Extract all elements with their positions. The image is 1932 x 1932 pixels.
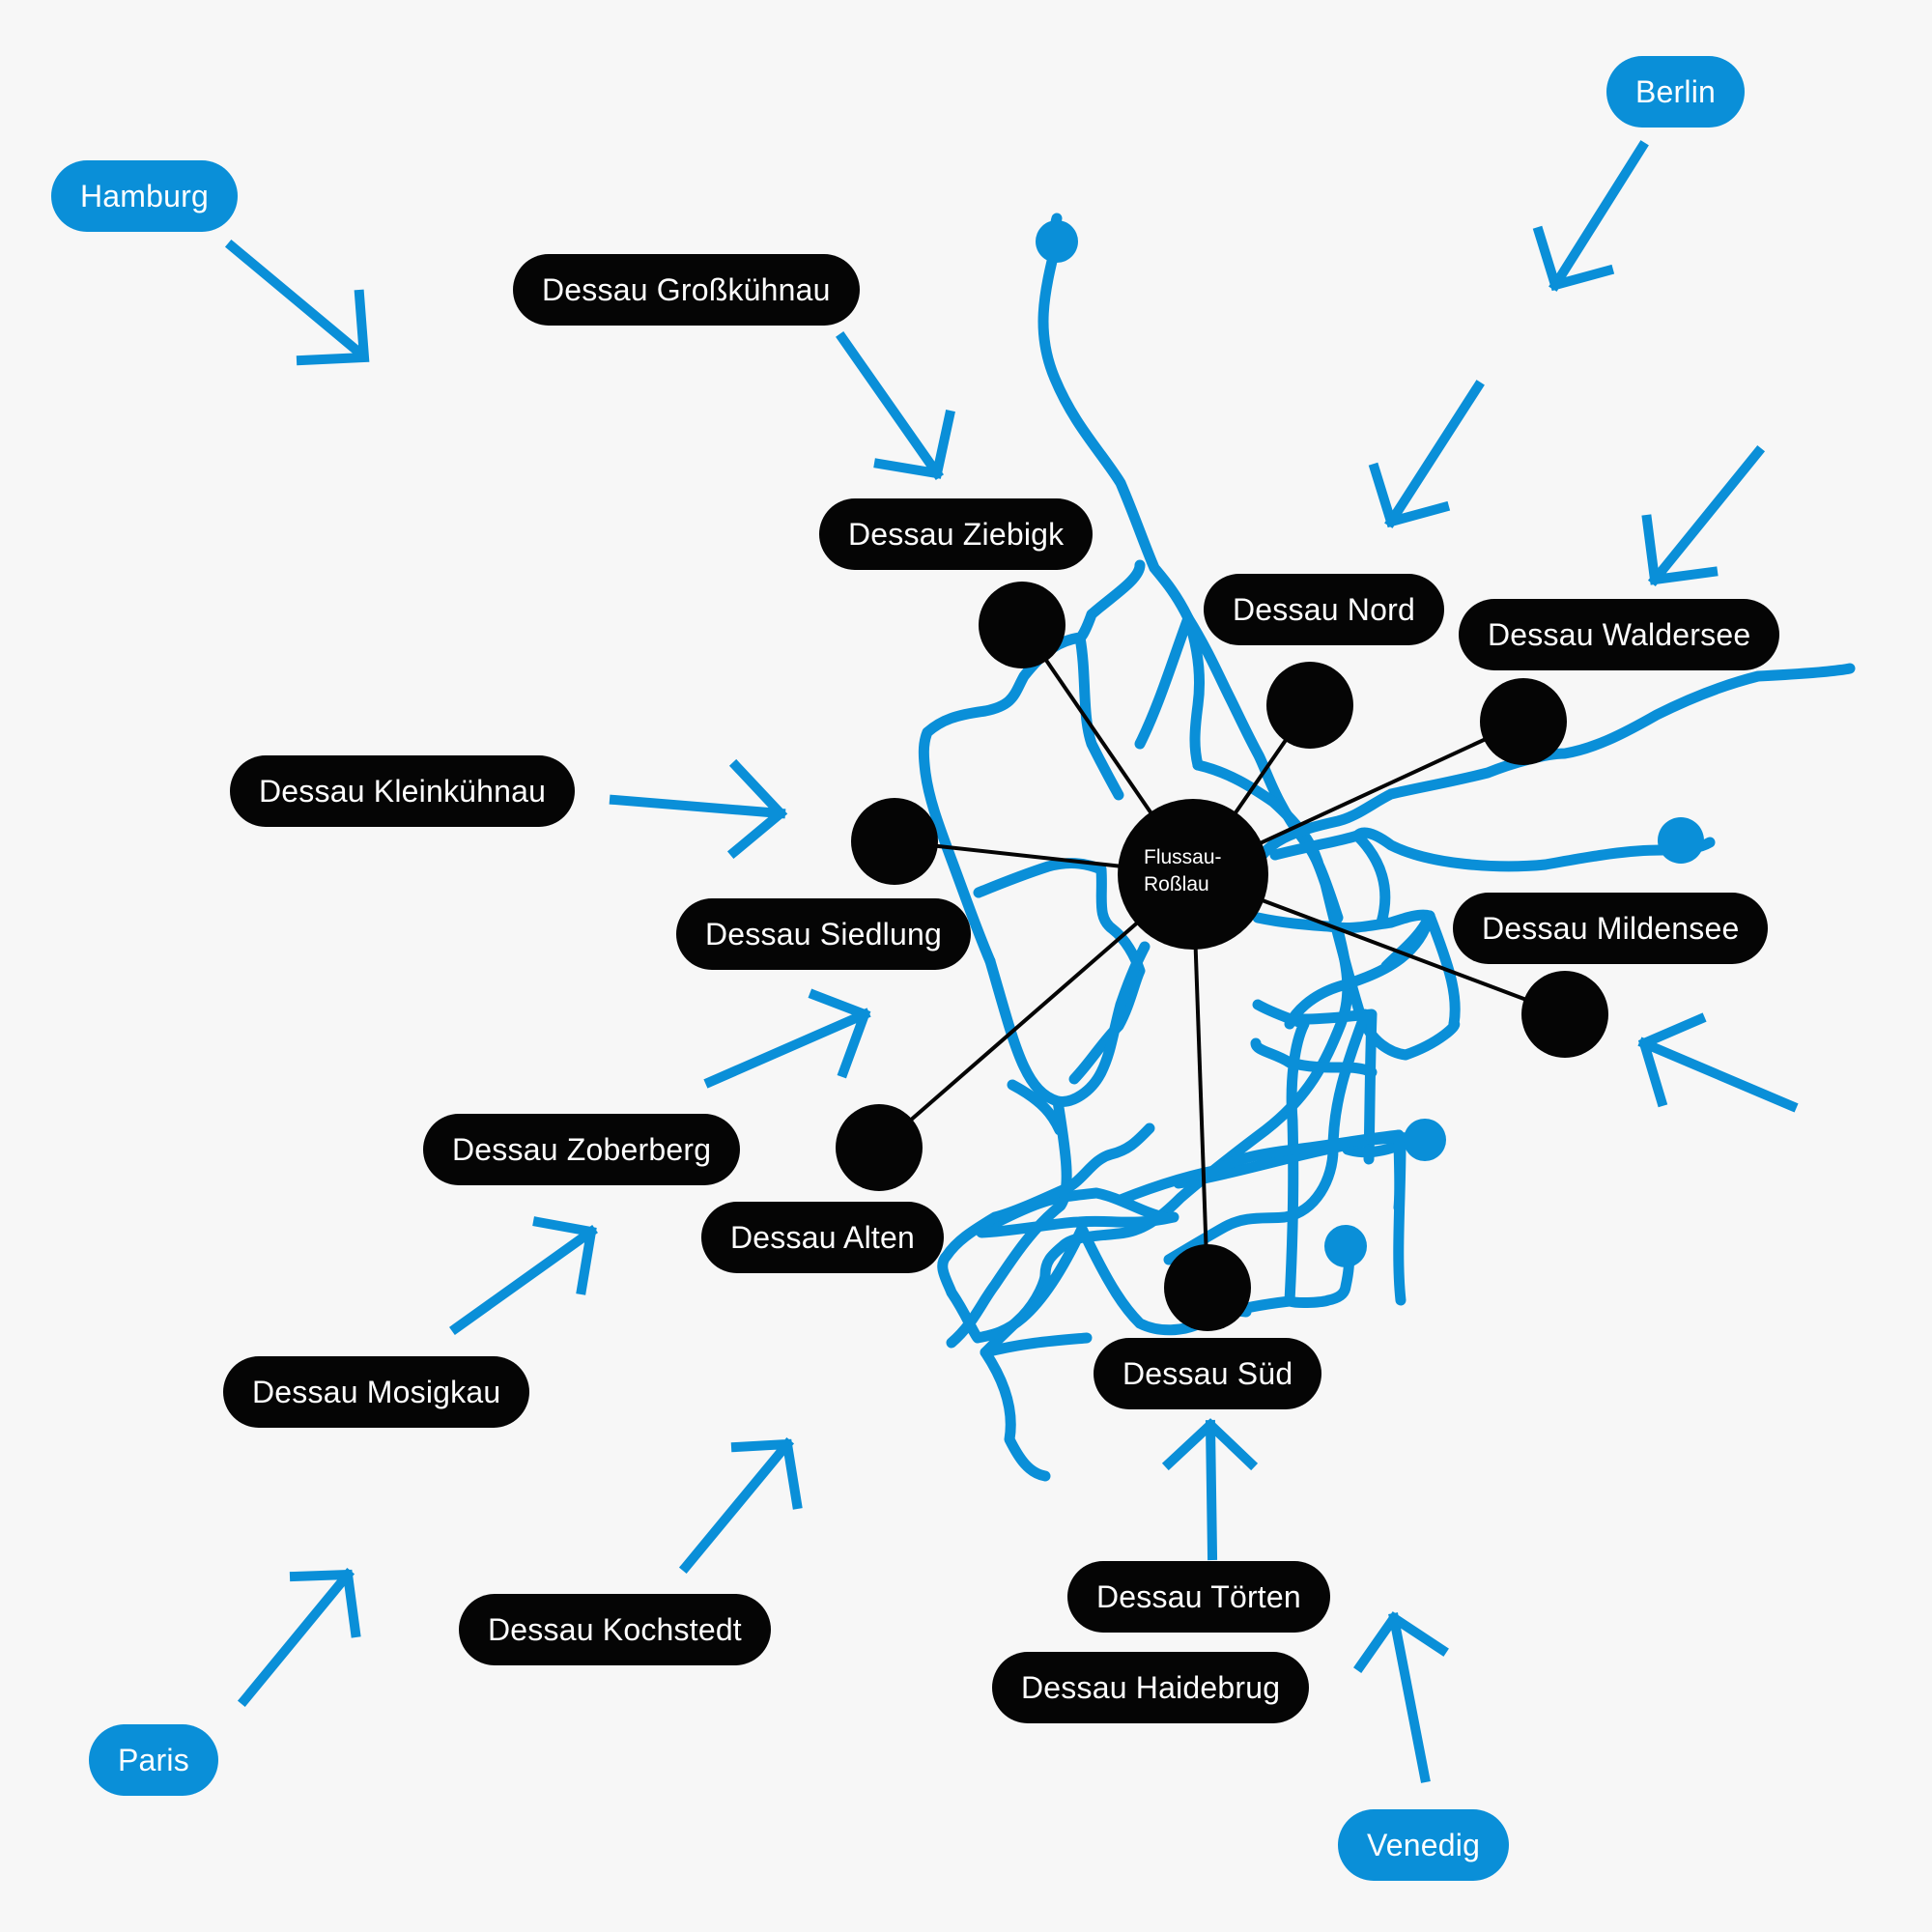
network-line: [1284, 910, 1435, 1030]
network-line: [937, 1122, 1155, 1344]
network-line: [1007, 1079, 1065, 1136]
district-pill-alten[interactable]: Dessau Alten: [701, 1202, 944, 1273]
network-line: [1219, 999, 1310, 1320]
arrow-mildensee: [1637, 1012, 1799, 1113]
node-mildensee[interactable]: [1521, 971, 1608, 1058]
network-line: [918, 559, 1146, 967]
arrow-kleinkuehnau: [609, 758, 788, 860]
district-pill-waldersee[interactable]: Dessau Waldersee: [1459, 599, 1780, 670]
arrow-venedig: [1353, 1611, 1449, 1783]
node-siedlung[interactable]: [851, 798, 938, 885]
district-pill-mildensee[interactable]: Dessau Mildensee: [1453, 893, 1769, 964]
hub-node[interactable]: [1118, 799, 1268, 950]
network-line: [1163, 1009, 1371, 1265]
arrow-siedlung: [703, 988, 871, 1089]
city-pill-paris[interactable]: Paris: [89, 1724, 218, 1796]
district-pill-ziebigk[interactable]: Dessau Ziebigk: [819, 498, 1094, 570]
network-line: [1424, 910, 1461, 1030]
arrow-berlin-2: [1368, 380, 1485, 528]
city-pill-berlin[interactable]: Berlin: [1606, 56, 1746, 128]
node-alten[interactable]: [836, 1104, 923, 1191]
network-line: [1134, 612, 1194, 750]
district-nodes: [836, 582, 1608, 1331]
terminal-dot: [1404, 1119, 1446, 1161]
district-pill-mosigkau[interactable]: Dessau Mosigkau: [223, 1356, 530, 1428]
network-line: [976, 1211, 1179, 1238]
network-line: [1182, 612, 1205, 771]
city-pill-venedig[interactable]: Venedig: [1338, 1809, 1510, 1881]
district-pill-kleinkuehnau[interactable]: Dessau Kleinkühnau: [230, 755, 576, 827]
network-line: [1074, 632, 1124, 801]
district-pill-haidebrug[interactable]: Dessau Haidebrug: [992, 1652, 1310, 1723]
terminal-dot: [1658, 817, 1704, 864]
arrow-berlin-1: [1532, 140, 1649, 292]
terminal-dot: [1324, 1225, 1367, 1267]
network-line: [946, 1095, 1072, 1349]
district-pill-siedlung[interactable]: Dessau Siedlung: [676, 898, 971, 970]
terminal-dot: [1036, 220, 1078, 263]
city-pill-hamburg[interactable]: Hamburg: [51, 160, 239, 232]
network-line: [984, 941, 1151, 1107]
street-network: [918, 213, 1856, 1482]
arrow-kochstedt: [678, 1436, 803, 1575]
arrow-hamburg: [224, 239, 370, 366]
arrow-toerten: [1161, 1418, 1259, 1561]
hub-label-line1: Flussau-: [1144, 846, 1222, 868]
direction-arrows: [224, 140, 1799, 1783]
network-line: [1216, 1144, 1300, 1173]
district-pill-nord[interactable]: Dessau Nord: [1204, 574, 1444, 645]
network-line: [1298, 1009, 1378, 1165]
network-line: [1342, 1139, 1406, 1306]
arrow-zoberberg: [449, 1216, 598, 1335]
network-line: [1351, 830, 1391, 928]
district-pill-grosskuehnau[interactable]: Dessau Großkühnau: [513, 254, 860, 326]
line-terminals: [1036, 220, 1704, 1267]
district-pill-toerten[interactable]: Dessau Törten: [1067, 1561, 1330, 1633]
district-pill-kochstedt[interactable]: Dessau Kochstedt: [459, 1594, 771, 1665]
node-waldersee[interactable]: [1480, 678, 1567, 765]
arrow-paris: [237, 1567, 361, 1708]
network-line: [1393, 1129, 1406, 1213]
node-ziebigk[interactable]: [979, 582, 1065, 668]
network-line: [1269, 827, 1716, 872]
spokes: [877, 623, 1566, 1289]
district-pill-sued[interactable]: Dessau Süd: [1094, 1338, 1322, 1409]
network-line: [980, 1332, 1093, 1358]
node-nord[interactable]: [1266, 662, 1353, 749]
hub-label: Flussau- Roßlau: [1144, 844, 1260, 898]
arrow-grosskuehnau: [836, 331, 955, 480]
hub-label-line2: Roßlau: [1144, 873, 1209, 895]
arrow-waldersee: [1641, 444, 1766, 587]
district-pill-zoberberg[interactable]: Dessau Zoberberg: [423, 1114, 741, 1185]
node-sued[interactable]: [1164, 1244, 1251, 1331]
